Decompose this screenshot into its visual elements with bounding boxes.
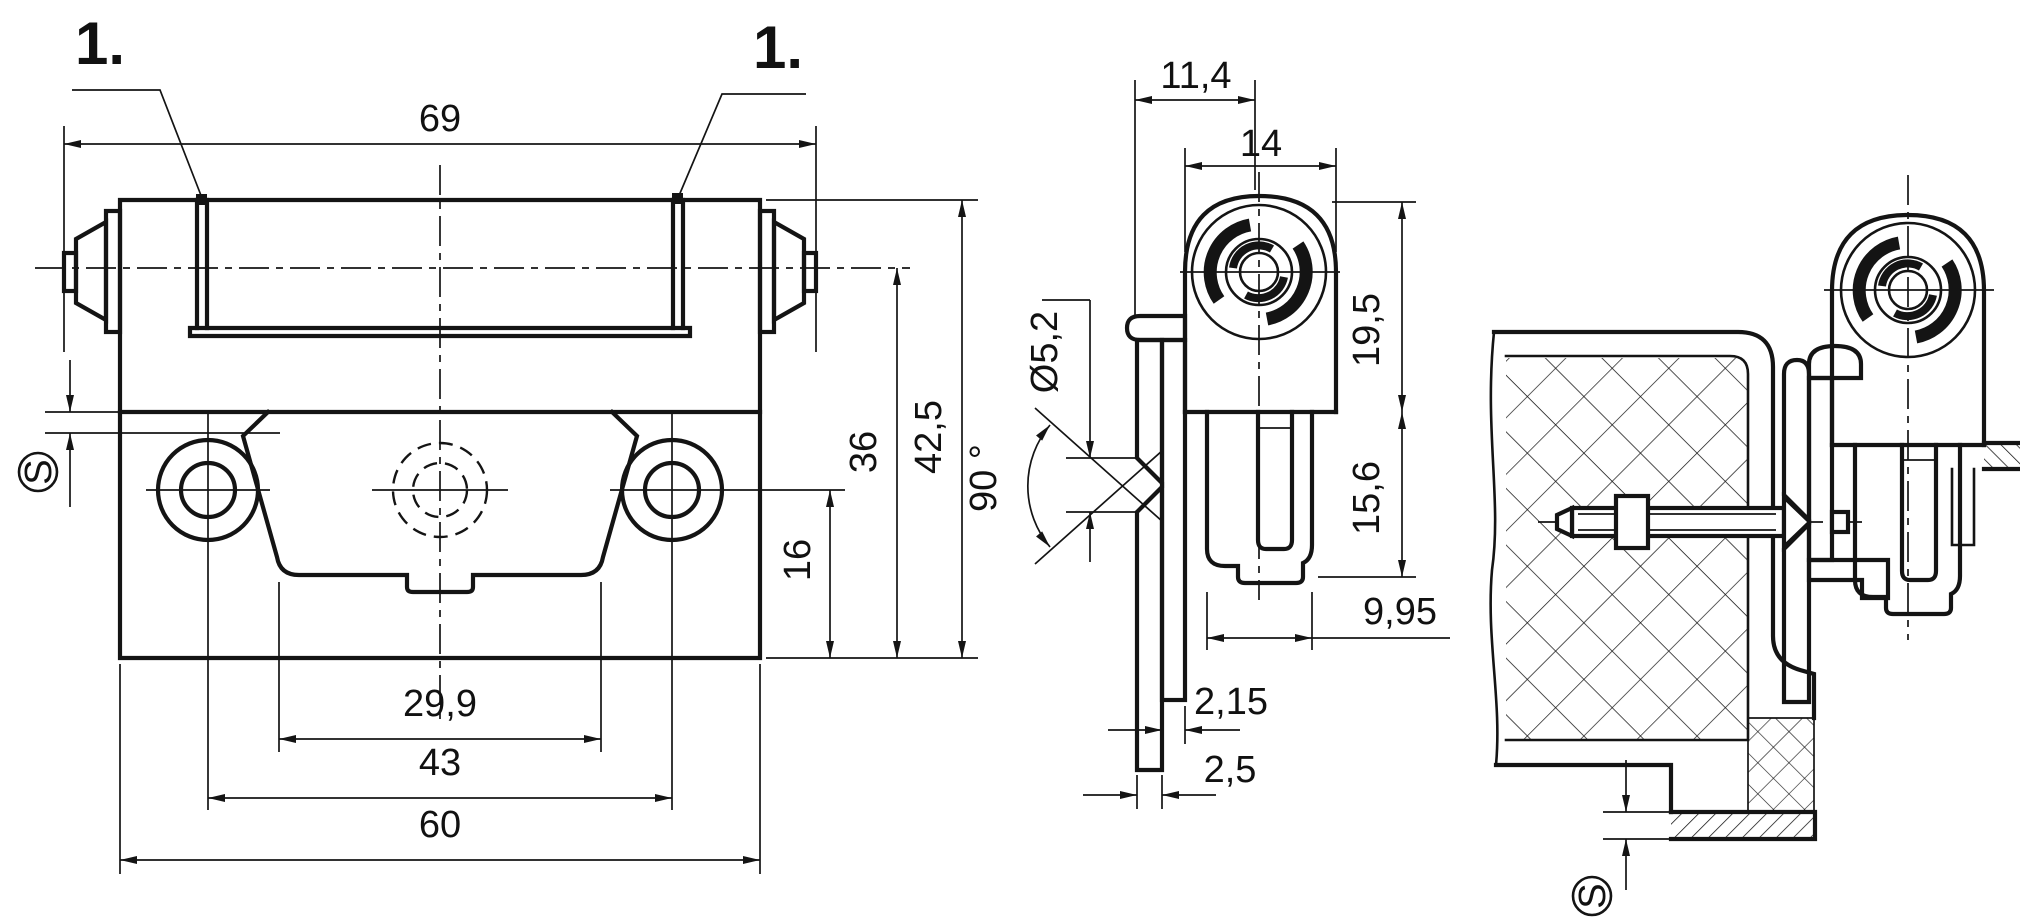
dim-leaf-thickness: 2,15 (1194, 681, 1268, 723)
dim-total-height: 42,5 (908, 400, 950, 474)
dim-face-to-axis: 11,4 (1160, 55, 1231, 97)
door-skin (1489, 329, 1818, 842)
sheet-thickness-symbol-front: S (18, 459, 60, 484)
dim-hole-center-height: 16 (777, 539, 819, 581)
front-dimensions: 69 S 16 36 42,5 29,9 43 60 (17, 98, 978, 874)
sheet-thickness-symbol-installation: S (1572, 883, 1614, 908)
dim-door-thickness: 2,5 (1204, 749, 1257, 791)
door-foam-insulation (1506, 358, 1815, 812)
side-countersink-construction (1034, 407, 1164, 565)
mounted-knuckle (1824, 175, 1994, 640)
mounted-hinge-leaf (1806, 343, 1891, 601)
front-centerlines (35, 165, 910, 810)
dim-clamp-depth: 9,95 (1363, 591, 1437, 633)
callout-pin-left: 1. (75, 10, 125, 77)
dim-countersink-angle: 90 ° (963, 444, 1005, 512)
installation-dimensions: S (1571, 760, 1671, 917)
callout-target-right (672, 193, 683, 204)
dim-leaf-width: 60 (419, 804, 461, 846)
dim-knuckle-width: 14 (1240, 123, 1282, 165)
dim-cutout-width: 29,9 (403, 683, 477, 725)
front-view: 1. 1. 69 S 16 36 42,5 (17, 10, 978, 874)
front-body-outline (117, 197, 763, 661)
callout-target-left (196, 194, 207, 205)
side-door-sheet (1134, 337, 1165, 773)
dim-clamp-height: 15,6 (1346, 461, 1388, 535)
dim-axis-height: 36 (843, 431, 885, 473)
dim-knuckle-height: 19,5 (1346, 293, 1388, 367)
dim-hole-diameter: Ø5,2 (1024, 311, 1066, 393)
callout-pin-right: 1. (753, 14, 803, 81)
front-callouts: 1. 1. (72, 10, 806, 205)
side-dimensions: 11,4 14 19,5 15,6 9,95 2,15 (963, 55, 1450, 809)
front-pivot-pins (61, 208, 819, 335)
dim-hole-spacing: 43 (419, 742, 461, 784)
front-mounting-pocket (45, 409, 640, 595)
side-knuckle (1180, 172, 1340, 600)
frame-flange (1981, 440, 2020, 472)
side-view: 11,4 14 19,5 15,6 9,95 2,15 (963, 55, 1450, 809)
front-mounting-holes (155, 437, 725, 543)
dim-width-over-pins: 69 (419, 98, 461, 140)
fixing-screw (1538, 492, 1862, 552)
installation-view: S (1489, 175, 2020, 917)
